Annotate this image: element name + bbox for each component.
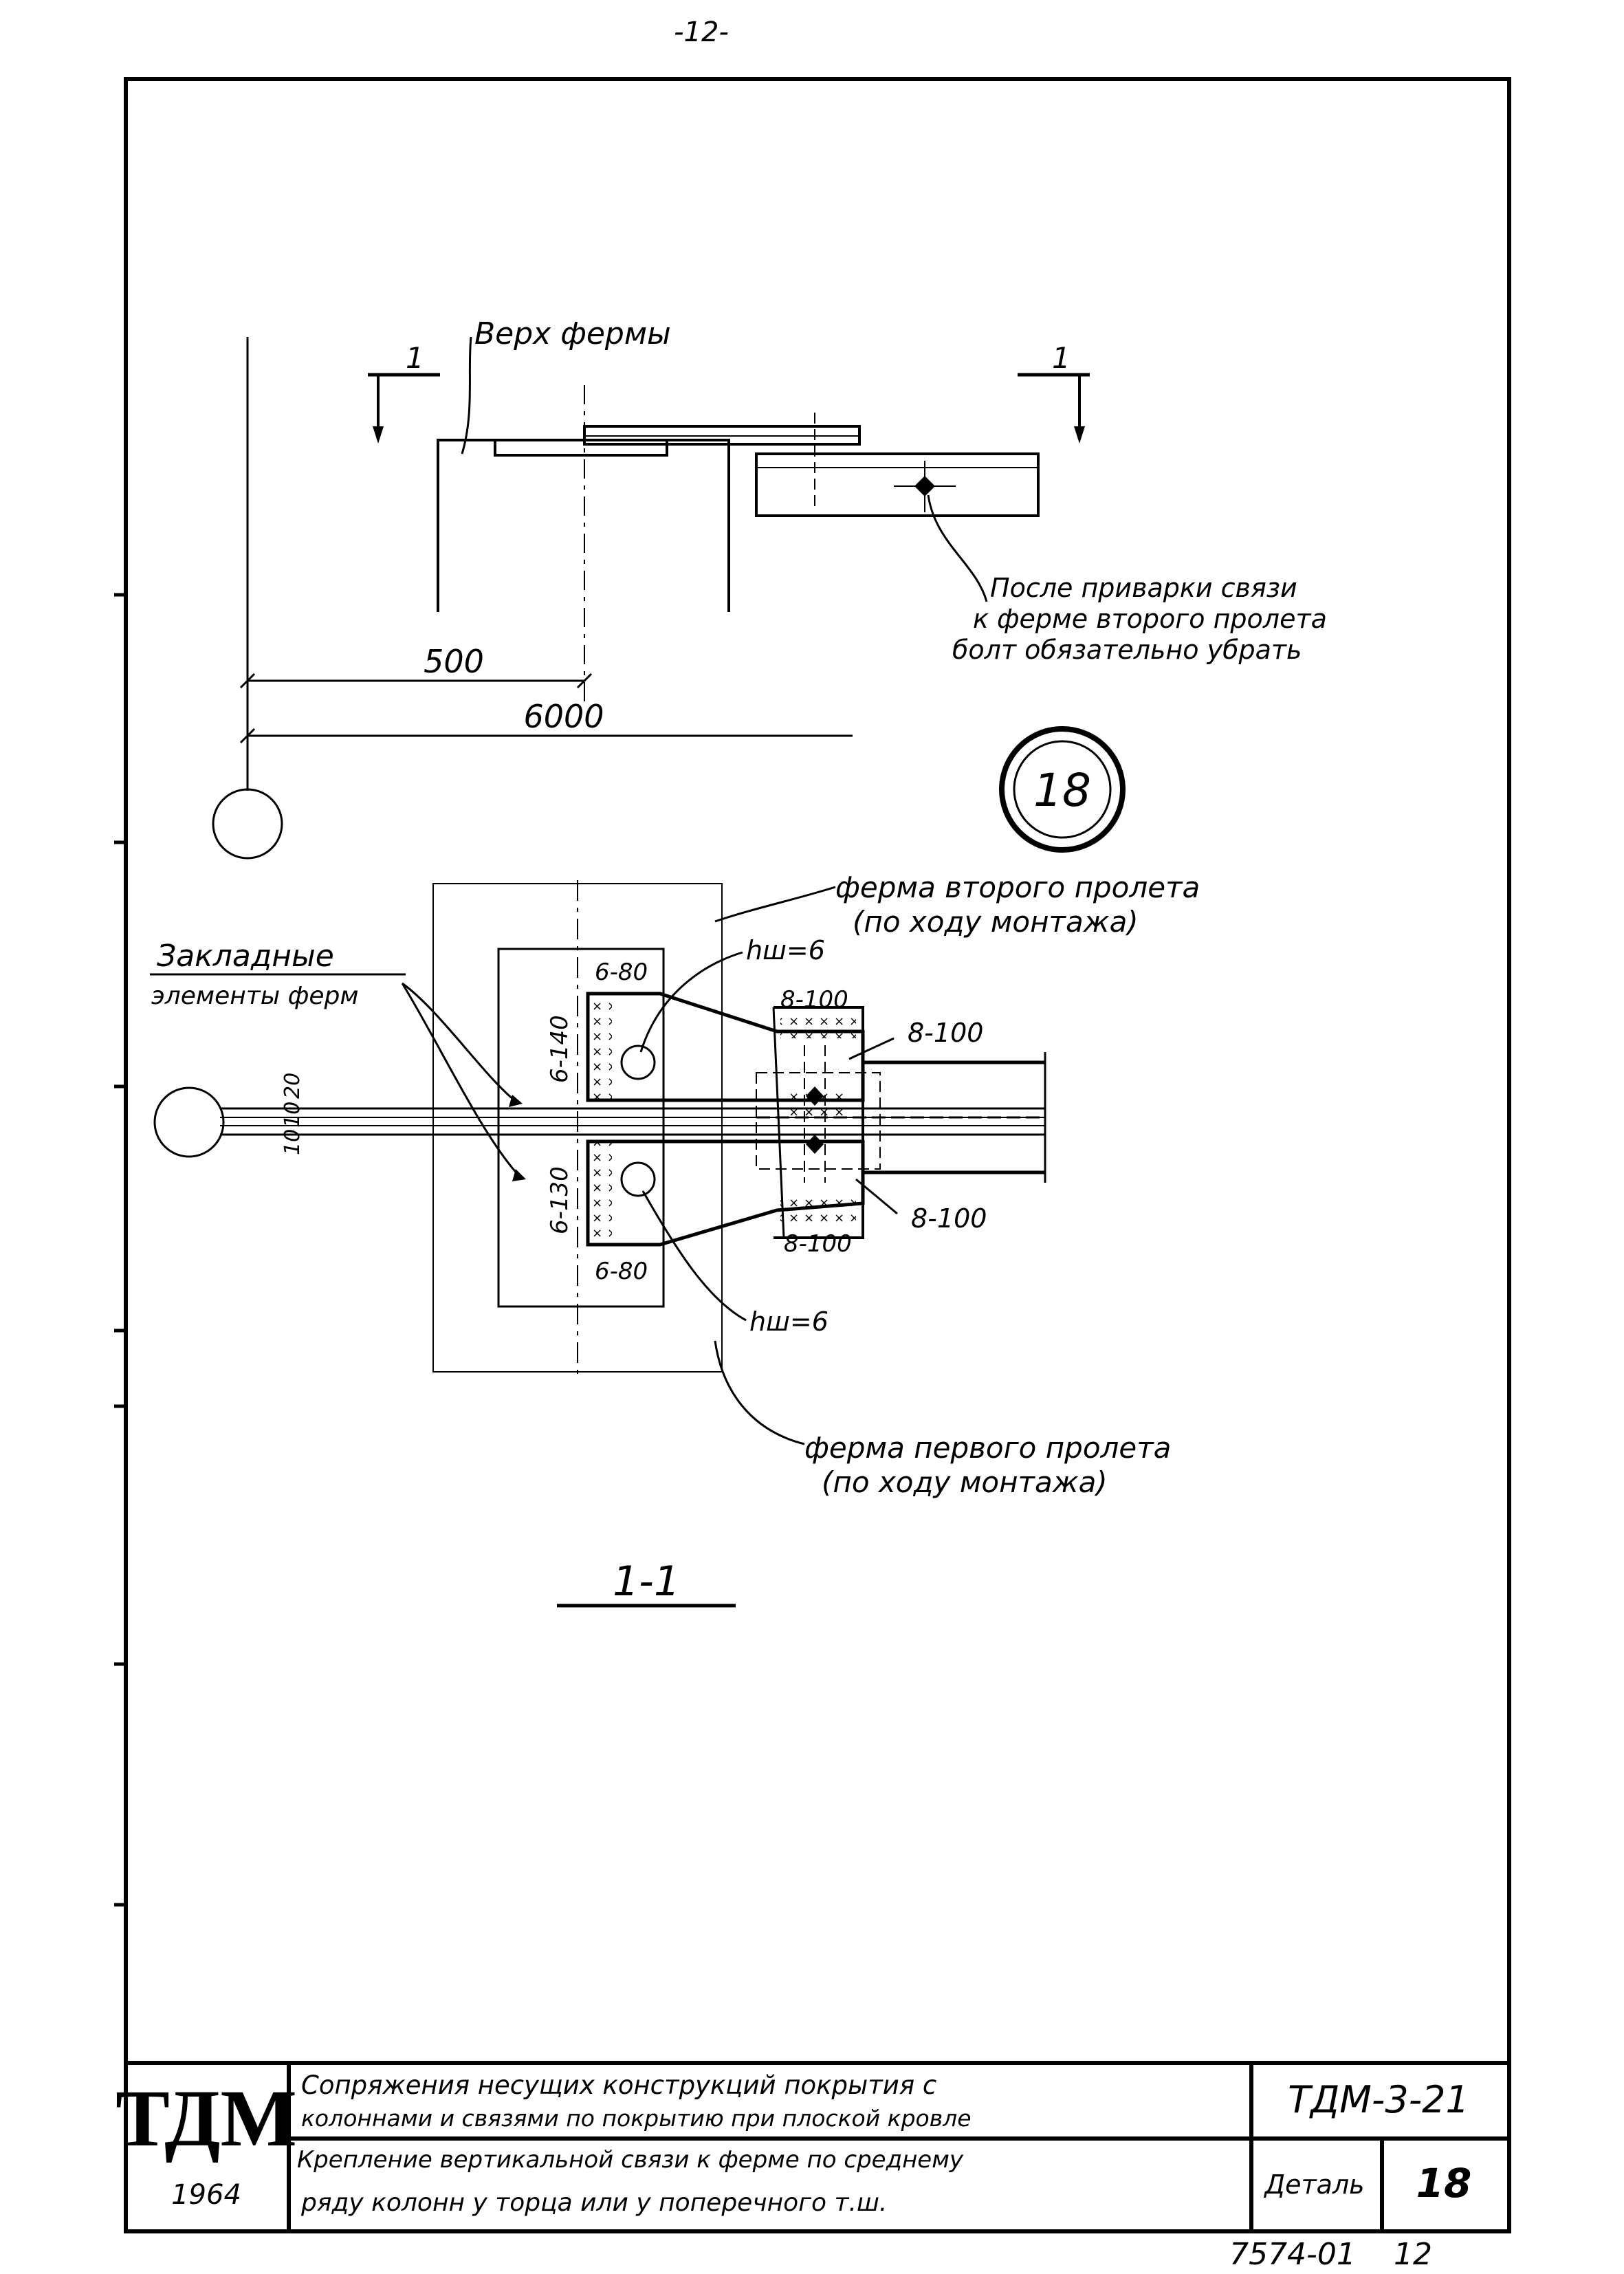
second-span-truss-1: ферма второго пролета — [835, 871, 1200, 904]
weld-6-80-top: 6-80 — [595, 959, 648, 986]
detail-number: 18 — [1033, 764, 1091, 817]
detail-title-2: ряду колонн у торца или у поперечного т.… — [300, 2189, 887, 2217]
title-block — [126, 2061, 1509, 2231]
embedded-label-2: элементы ферм — [151, 982, 359, 1010]
bolt-note-line-3: болт обязательно убрать — [952, 635, 1302, 665]
vertical-dim-3: 20 — [281, 1073, 305, 1099]
weld-8-100-b: 8-100 — [908, 1018, 983, 1048]
weld-6-140: 6-140 — [546, 1015, 573, 1083]
detail-bubble-inner — [1013, 740, 1112, 839]
drawing-code: ТДМ-3-21 — [1288, 2078, 1469, 2121]
elevation-view — [239, 336, 1090, 784]
weld-leg-bottom: hш=6 — [749, 1307, 829, 1337]
detail-no: 18 — [1416, 2160, 1472, 2207]
top-of-truss-label: Верх фермы — [474, 316, 671, 351]
second-span-truss-2: (по ходу монтажа) — [853, 905, 1139, 939]
first-span-truss-2: (по ходу монтажа) — [822, 1465, 1108, 1499]
weld-8-100-d: 8-100 — [784, 1230, 852, 1258]
weld-8-100-a: 8-100 — [780, 986, 848, 1014]
series-title-1: Сопряжения несущих конструкций покрытия … — [301, 2070, 936, 2100]
plan-view — [220, 880, 1046, 1608]
section-mark-left: 1 — [406, 341, 424, 375]
axis-bubble-top — [212, 788, 283, 860]
vertical-dim-2: 10 — [281, 1102, 305, 1128]
detail-title-1: Крепление вертикальной связи к ферме по … — [297, 2146, 964, 2174]
detail-label: Деталь — [1263, 2169, 1364, 2200]
first-span-truss-1: ферма первого пролета — [804, 1431, 1171, 1465]
weld-6-130: 6-130 — [546, 1166, 573, 1234]
weld-leg-top: hш=6 — [746, 935, 825, 965]
tdm-logo: ТДМ — [116, 2073, 297, 2163]
section-mark-right: 1 — [1052, 341, 1071, 375]
page-number: -12- — [674, 17, 729, 48]
embedded-label-1: Закладные — [157, 939, 334, 974]
dimension-6000: 6000 — [523, 698, 604, 735]
vertical-dim-1: 10 — [281, 1129, 305, 1155]
weld-8-100-c: 8-100 — [911, 1203, 987, 1234]
bolt-note-line-2: к ферме второго пролета — [973, 604, 1327, 634]
sheet-frame — [124, 77, 1511, 2233]
footer-page: 12 — [1394, 2237, 1432, 2272]
binding-ticks — [114, 593, 126, 1907]
bolt-note-line-1: После приварки связи — [990, 573, 1297, 603]
weld-6-80-bottom: 6-80 — [595, 1258, 648, 1285]
axis-bubble-plan — [153, 1086, 225, 1158]
year: 1964 — [171, 2179, 241, 2211]
detail-bubble-outer — [999, 726, 1126, 853]
dimension-500: 500 — [424, 643, 484, 680]
series-title-2: колоннами и связями по покрытию при плос… — [301, 2105, 972, 2132]
section-title: 1-1 — [613, 1557, 680, 1606]
footer-code: 7574-01 — [1229, 2237, 1356, 2272]
